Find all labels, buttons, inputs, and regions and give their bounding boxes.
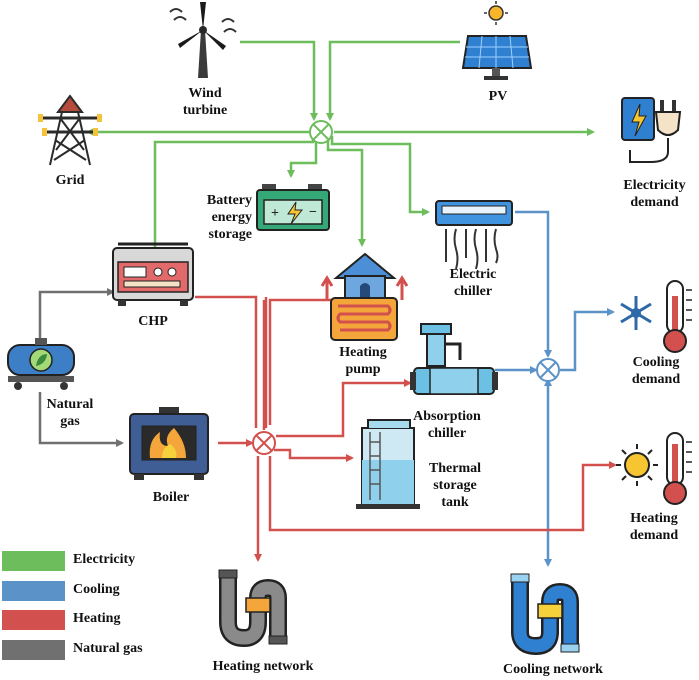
flow-echiller-to-cbus (515, 210, 552, 358)
flow-hbus-to-achiller (276, 379, 412, 438)
heat-pump-icon (320, 252, 409, 341)
flow-cbus-to-demand (560, 308, 615, 372)
svg-text:−: − (309, 205, 317, 220)
flow-gas-to-chp (38, 288, 115, 348)
air-conditioner-icon (435, 200, 513, 270)
label-boiler: Boiler (152, 490, 190, 505)
legend-label-natural-gas: Natural gas (73, 641, 143, 656)
label-electric-chiller: Electric chiller (449, 267, 497, 299)
plug-icon (621, 97, 682, 163)
label-wind-turbine: Wind turbine (182, 86, 228, 118)
label-electricity-demand: Electricity demand (623, 178, 686, 210)
cooling-bus-node (536, 358, 560, 382)
boiler-icon (129, 407, 209, 480)
label-battery: Battery energy storage (206, 193, 252, 242)
label-chp: CHP (138, 314, 168, 329)
transmission-tower-icon (38, 94, 102, 166)
sun-thermometer-icon (616, 432, 692, 505)
flow-heatpump-to-hbus (268, 298, 340, 425)
absorption-chiller-icon (410, 323, 498, 395)
label-pv: PV (488, 89, 508, 104)
storage-tank-icon (356, 419, 420, 509)
label-heating-demand: Heating demand (629, 511, 679, 543)
label-cooling-network: Cooling network (503, 662, 603, 677)
legend-swatch-electricity (2, 551, 65, 571)
flow-hbus-to-heatdemand (268, 456, 617, 532)
legend-label-heating: Heating (73, 611, 121, 626)
generator-icon (112, 242, 194, 306)
flow-pv-to-bus (326, 40, 460, 121)
blue-pipe-icon (510, 573, 580, 656)
legend-swatch-cooling (2, 581, 65, 601)
label-absorption-chiller: Absorption chiller (413, 409, 481, 441)
label-natural-gas: Natural gas (46, 397, 94, 429)
flow-bus-to-heatpump (326, 138, 366, 247)
flow-gas-to-boiler (38, 392, 124, 447)
flow-bus-to-battery (287, 132, 320, 178)
heating-bus-node (252, 431, 276, 455)
red-pipe-icon (218, 569, 288, 648)
solar-panel-icon (461, 1, 533, 80)
label-heating-network: Heating network (212, 659, 314, 674)
battery-icon: + − (256, 184, 330, 231)
snowflake-thermometer-icon (620, 280, 692, 353)
label-thermal-storage: Thermal storage tank (428, 461, 482, 510)
natural-gas-flows (38, 288, 124, 447)
legend-swatch-heating (2, 610, 65, 630)
legend-swatch-natural-gas (2, 640, 65, 660)
flow-wind-to-bus (240, 40, 318, 121)
electricity-flows (86, 40, 595, 257)
flow-hbus-to-storage (274, 448, 354, 462)
wind-turbine-icon (169, 2, 237, 78)
svg-text:+: + (271, 206, 279, 221)
cooling-flows (495, 210, 615, 567)
legend-swatches (2, 551, 65, 660)
legend-label-electricity: Electricity (73, 552, 136, 567)
flow-bus-to-echiller (330, 136, 430, 216)
label-grid: Grid (55, 173, 85, 188)
label-cooling-demand: Cooling demand (631, 355, 681, 387)
flow-chp-to-hbus (195, 295, 258, 428)
electricity-bus-node (309, 120, 333, 144)
legend-label-cooling: Cooling (73, 582, 120, 597)
gas-tank-icon (7, 338, 75, 390)
label-heating-pump: Heating pump (339, 345, 387, 377)
heating-flows (195, 295, 617, 562)
